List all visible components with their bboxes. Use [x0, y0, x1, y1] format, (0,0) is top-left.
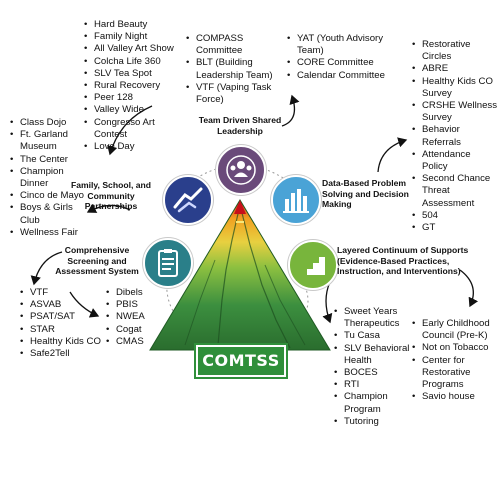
- data-label: Data-Based Problem Solving and Decision …: [322, 178, 409, 210]
- list-item: NWEA: [106, 311, 166, 323]
- list-item: Tutoring: [334, 416, 414, 428]
- list-item: Ft. Garland Museum: [10, 129, 94, 153]
- list-item: Restorative Circles: [412, 39, 498, 63]
- data-circle: [271, 175, 321, 225]
- list-item: Dibels: [106, 287, 166, 299]
- partnerships-top-list: Hard Beauty Family Night All Valley Art …: [84, 19, 188, 153]
- list-item: Savio house: [412, 391, 498, 403]
- bar-chart-icon: [283, 189, 309, 213]
- arrow-team-to-right-list: [281, 94, 300, 127]
- list-item: Safe2Tell: [20, 348, 106, 360]
- screening-list-b: Dibels PBIS NWEA Cogat CMAS: [106, 287, 166, 348]
- list-item: PBIS: [106, 299, 166, 311]
- supports-circle: [288, 240, 338, 290]
- list-item: PSAT/SAT: [20, 311, 106, 323]
- list-item: CRSHE Wellness Survey: [412, 100, 498, 124]
- mountain-graphic: [149, 199, 331, 351]
- list-item: Behavior Referrals: [412, 124, 498, 148]
- list-item: CMAS: [106, 336, 166, 348]
- supports-list-b: Early Childhood Council (Pre-K) Not on T…: [412, 318, 498, 404]
- arrow-supports-to-right-list: [459, 269, 479, 308]
- list-item: Center for Restorative Programs: [412, 355, 498, 392]
- list-item: Class Dojo: [10, 117, 94, 129]
- list-item: Champion Dinner: [10, 166, 94, 190]
- list-item: All Valley Art Show: [84, 43, 188, 55]
- list-item: COMPASS Committee: [186, 33, 282, 57]
- clipboard-icon: [158, 249, 178, 277]
- people-group-icon: [226, 155, 256, 185]
- stairs-icon: [301, 257, 325, 275]
- list-item: Early Childhood Council (Pre-K): [412, 318, 498, 342]
- team-list-a: COMPASS Committee BLT (Building Leadersh…: [186, 33, 282, 106]
- list-item: SLV Tea Spot: [84, 68, 188, 80]
- team-list-b: YAT (Youth Advisory Team) CORE Committee…: [287, 33, 385, 82]
- list-item: VTF (Vaping Task Force): [186, 82, 282, 106]
- list-item: VTF: [20, 287, 106, 299]
- list-item: Second Chance Threat Assessment: [412, 173, 498, 210]
- list-item: Calendar Committee: [287, 70, 385, 82]
- list-item: STAR: [20, 324, 106, 336]
- list-item: BOCES: [334, 367, 414, 379]
- screening-label: Comprehensive Screening and Assessment S…: [55, 245, 139, 277]
- list-item: Sweet Years Therapeutics: [334, 306, 414, 330]
- list-item: Champion Program: [334, 391, 414, 415]
- list-item: Cinco de Mayo: [10, 190, 94, 202]
- list-item: Love Day: [84, 141, 188, 153]
- list-item: 504: [412, 210, 498, 222]
- comtss-badge: COMTSS: [196, 345, 286, 377]
- list-item: Not on Tobacco: [412, 342, 498, 354]
- screening-circle: [143, 238, 193, 288]
- screening-list-a: VTF ASVAB PSAT/SAT STAR Healthy Kids CO …: [20, 287, 106, 360]
- list-item: Tu Casa: [334, 330, 414, 342]
- team-label: Team Driven Shared Leadership: [198, 115, 282, 136]
- list-item: Cogat: [106, 324, 166, 336]
- handshake-icon: [173, 187, 203, 213]
- data-list: Restorative Circles ABRE Healthy Kids CO…: [412, 39, 498, 234]
- list-item: Healthy Kids CO Survey: [412, 76, 498, 100]
- list-item: Colcha Life 360: [84, 56, 188, 68]
- list-item: Valley Wide: [84, 104, 188, 116]
- list-item: GT: [412, 222, 498, 234]
- list-item: Congresso Art Contest: [84, 117, 188, 141]
- list-item: Attendance Policy: [412, 149, 498, 173]
- supports-label: Layered Continuum of Supports (Evidence-…: [337, 245, 469, 277]
- list-item: SLV Behavioral Health: [334, 343, 414, 367]
- list-item: Family Night: [84, 31, 188, 43]
- partnerships-circle: [163, 175, 213, 225]
- team-circle: [216, 145, 266, 195]
- list-item: Wellness Fair: [10, 227, 94, 239]
- list-item: ABRE: [412, 63, 498, 75]
- list-item: YAT (Youth Advisory Team): [287, 33, 385, 57]
- list-item: Healthy Kids CO: [20, 336, 106, 348]
- list-item: Rural Recovery: [84, 80, 188, 92]
- list-item: BLT (Building Leadership Team): [186, 57, 282, 81]
- partnerships-label: Family, School, and Community Partnershi…: [70, 180, 152, 212]
- list-item: Boys & Girls Club: [10, 202, 94, 226]
- list-item: CORE Committee: [287, 57, 385, 69]
- list-item: ASVAB: [20, 299, 106, 311]
- partnerships-left-list: Class Dojo Ft. Garland Museum The Center…: [10, 117, 94, 239]
- list-item: The Center: [10, 154, 94, 166]
- arrow-data-to-right-list: [377, 137, 408, 173]
- list-item: Peer 128: [84, 92, 188, 104]
- arrow-screening-to-left-list: [30, 251, 63, 286]
- list-item: Hard Beauty: [84, 19, 188, 31]
- supports-list-a: Sweet Years Therapeutics Tu Casa SLV Beh…: [334, 306, 414, 428]
- list-item: RTI: [334, 379, 414, 391]
